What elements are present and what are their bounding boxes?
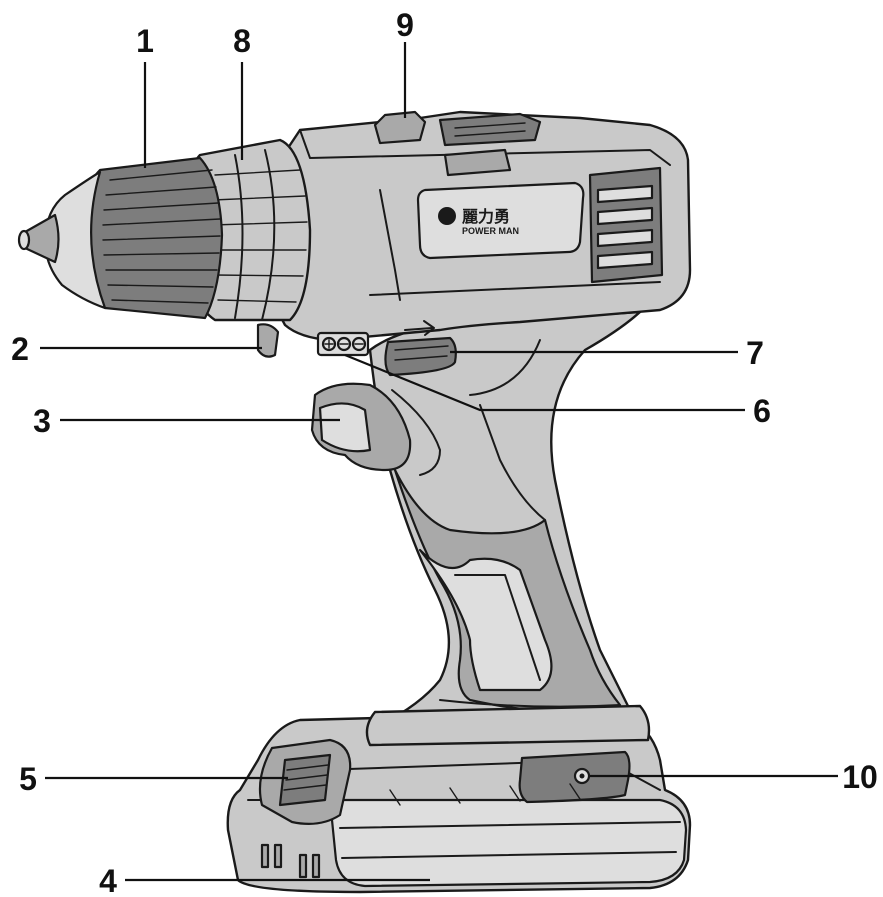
callout-labels: 1 8 9 2 7 6 3 5 10 4 xyxy=(11,7,878,897)
brand-logo: 麗力勇 POWER MAN xyxy=(416,181,585,260)
screw-icon xyxy=(579,773,585,779)
battery-indicator-window xyxy=(518,750,631,804)
callout-leaders xyxy=(40,42,838,882)
callout-6: 6 xyxy=(753,393,771,429)
battery-vent-slots xyxy=(260,843,321,879)
callout-2: 2 xyxy=(11,331,29,367)
callout-7: 7 xyxy=(746,335,764,371)
callout-10: 10 xyxy=(842,759,878,795)
speed-indicator xyxy=(316,331,370,357)
main-housing: 麗力勇 POWER MAN xyxy=(256,110,692,377)
motor-vents xyxy=(588,166,664,284)
battery-release-button xyxy=(258,738,352,825)
battery-pack xyxy=(226,710,692,894)
callout-3: 3 xyxy=(33,403,51,439)
callout-8: 8 xyxy=(233,23,251,59)
keyless-chuck xyxy=(17,156,224,320)
direction-switch xyxy=(384,320,457,377)
forward-arrow-icon xyxy=(404,320,435,336)
callout-4: 4 xyxy=(99,863,117,897)
logo-brand-en: POWER MAN xyxy=(462,226,519,236)
handle xyxy=(365,310,651,747)
leader-6 xyxy=(344,353,745,412)
callout-9: 9 xyxy=(396,7,414,43)
logo-mark-icon xyxy=(438,207,456,225)
callout-5: 5 xyxy=(19,761,37,797)
trigger xyxy=(310,382,441,476)
logo-brand-cn: 麗力勇 xyxy=(462,207,510,226)
gear-selector-switch xyxy=(373,110,542,147)
work-light xyxy=(256,323,280,358)
callout-1: 1 xyxy=(136,23,154,59)
